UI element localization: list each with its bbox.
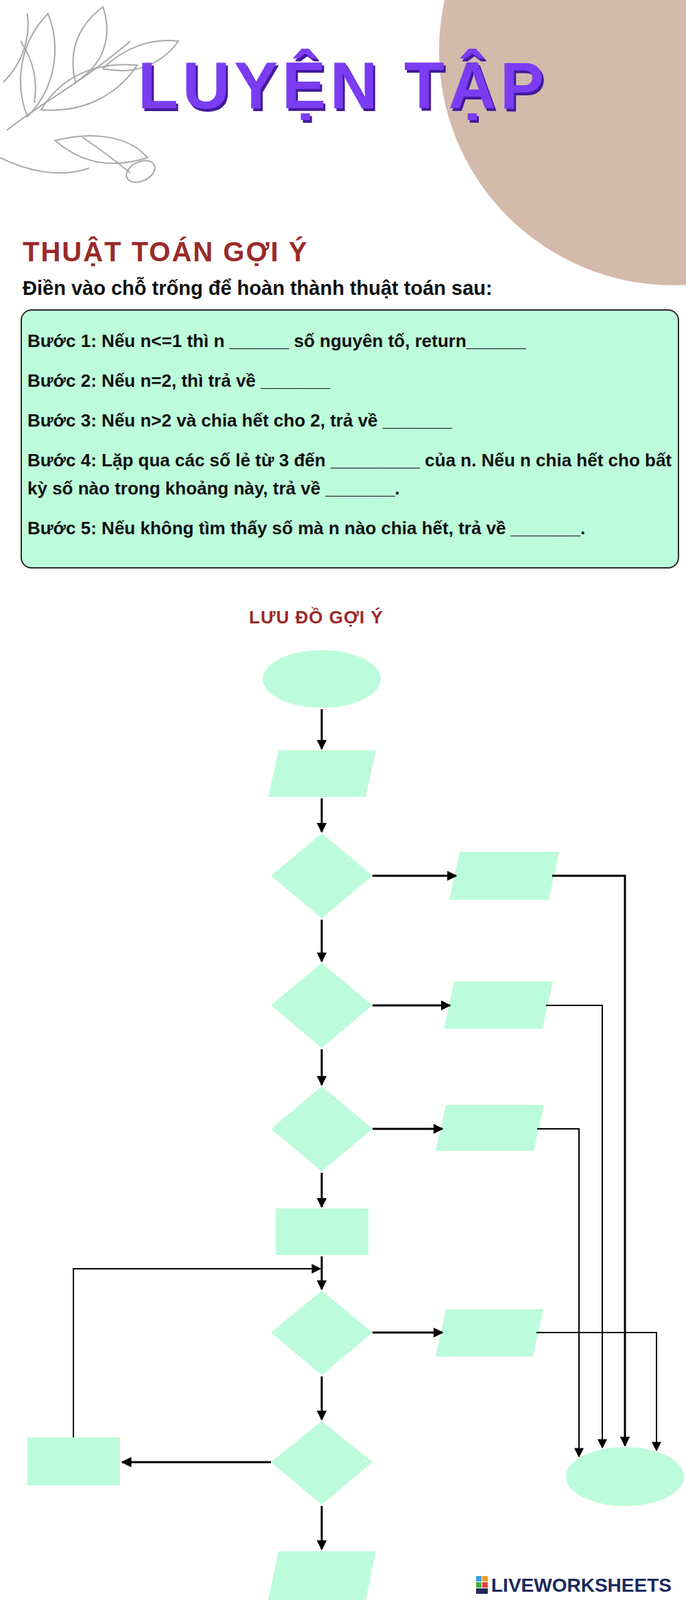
flow-lines-thin	[73, 1005, 657, 1458]
watermark-icon	[476, 1576, 488, 1595]
decor-circle	[439, 0, 686, 286]
step-text: Bước 1: Nếu n<=1 thì n ______ số nguyên …	[27, 327, 673, 356]
step-text: Bước 5: Nếu không tìm thấy số mà n nào c…	[27, 514, 673, 543]
section-heading: LƯU ĐỒ GỢI Ý	[249, 607, 384, 629]
flow-shapes	[27, 650, 684, 1600]
flow-lines	[122, 709, 625, 1550]
watermark: LIVEWORKSHEETS	[491, 1575, 672, 1598]
section-heading: THUẬT TOÁN GỢI Ý	[22, 236, 309, 268]
page-title: LUYỆN TẬP	[0, 48, 686, 124]
instruction-text: Điền vào chỗ trống để hoàn thành thuật t…	[22, 277, 493, 300]
step-text: Bước 2: Nếu n=2, thì trả về _______	[27, 367, 673, 396]
step-box: Bước 1: Nếu n<=1 thì n ______ số nguyên …	[20, 309, 680, 569]
step-text: Bước 3: Nếu n>2 và chia hết cho 2, trả v…	[27, 406, 673, 435]
step-text: Bước 4: Lặp qua các số lẻ từ 3 đến _____…	[27, 446, 673, 503]
